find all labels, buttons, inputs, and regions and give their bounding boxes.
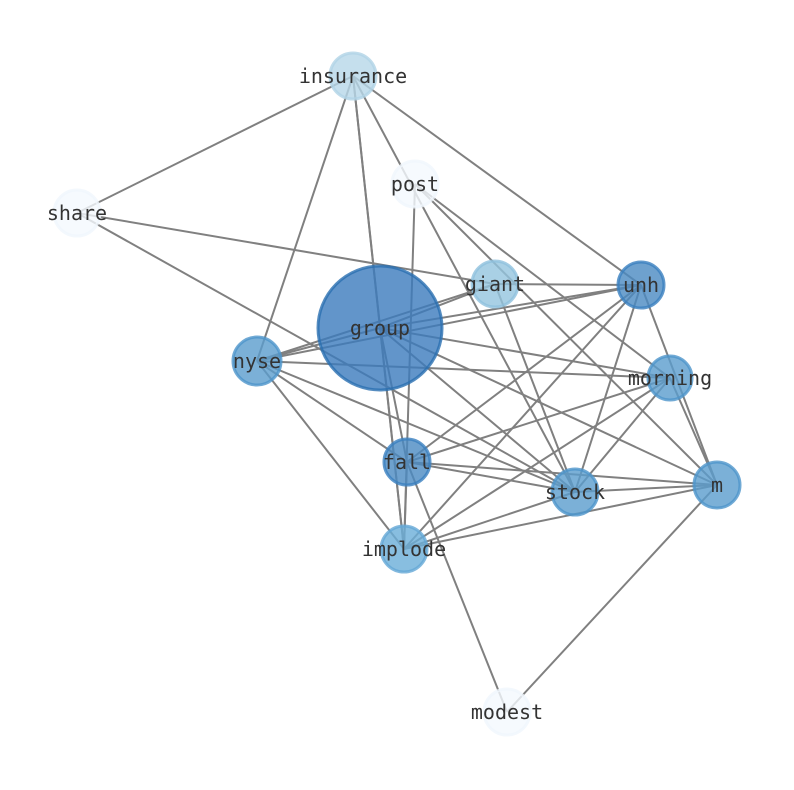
edge-fall-stock — [406, 461, 576, 493]
node-nyse[interactable] — [231, 335, 283, 387]
labels-layer: insurance post share giant unh group nyse morni… — [47, 64, 723, 724]
node-label-implode: implode — [362, 537, 446, 561]
node-implode[interactable] — [379, 524, 429, 574]
node-stock[interactable] — [550, 467, 600, 517]
node-insurance[interactable] — [328, 51, 378, 101]
edge-stock-implode — [403, 491, 576, 550]
edge-morning-implode — [403, 377, 671, 550]
edge-m-modest — [506, 484, 718, 713]
node-share[interactable] — [52, 188, 102, 238]
node-label-unh: unh — [623, 273, 659, 297]
edge-morning-stock — [574, 377, 671, 493]
node-post[interactable] — [390, 159, 440, 209]
edge-insurance-nyse — [256, 75, 354, 362]
edge-insurance-unh — [352, 75, 642, 286]
node-fall[interactable] — [382, 437, 432, 487]
node-morning[interactable] — [646, 354, 694, 402]
node-giant[interactable] — [470, 259, 520, 309]
node-label-morning: morning — [628, 366, 712, 390]
edge-giant-stock — [494, 283, 576, 493]
edge-post-morning — [414, 183, 671, 379]
node-label-giant: giant — [465, 272, 525, 296]
node-label-stock: stock — [545, 480, 605, 504]
edge-share-giant — [76, 212, 496, 285]
node-label-modest: modest — [471, 700, 543, 724]
edge-fall-modest — [406, 461, 508, 713]
node-label-group: group — [350, 316, 410, 340]
node-label-post: post — [391, 172, 439, 196]
node-unh[interactable] — [616, 260, 666, 310]
node-m[interactable] — [692, 460, 742, 510]
edge-post-m — [414, 183, 718, 486]
edge-insurance-share — [76, 75, 354, 214]
edge-nyse-fall — [256, 360, 408, 463]
node-label-fall: fall — [383, 450, 431, 474]
nodes-layer — [52, 51, 742, 737]
node-label-nyse: nyse — [233, 349, 281, 373]
node-label-insurance: insurance — [299, 64, 407, 88]
node-label-m: m — [711, 473, 723, 497]
edge-unh-implode — [403, 284, 642, 550]
node-modest[interactable] — [482, 687, 532, 737]
edge-insurance-stock — [352, 75, 576, 493]
node-label-share: share — [47, 201, 107, 225]
edge-morning-fall — [406, 377, 671, 463]
edge-unh-fall — [406, 284, 642, 463]
edge-m-implode — [403, 484, 718, 550]
edge-unh-stock — [574, 284, 642, 493]
node-group[interactable] — [316, 264, 444, 392]
edge-nyse-implode — [256, 360, 405, 550]
edge-nyse-morning — [256, 360, 671, 379]
